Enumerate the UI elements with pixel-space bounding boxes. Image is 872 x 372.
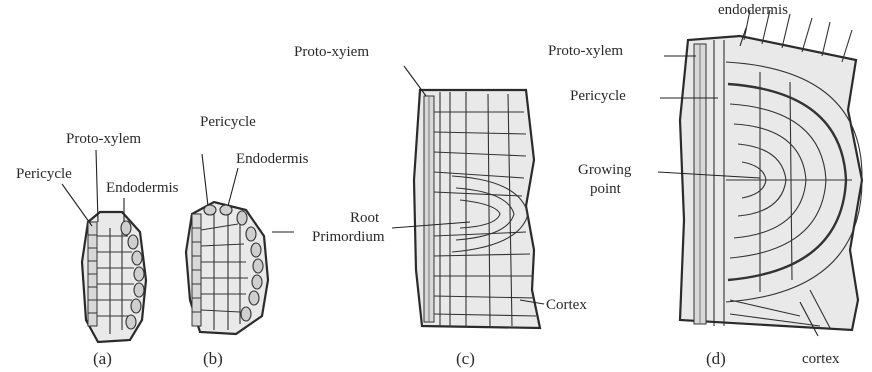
panel-c-protoxylem-label: Proto-xyiem [294,44,369,60]
panel-a-protoxylem-label: Proto-xylem [66,131,141,147]
panel-a-endodermis-label: Endodermis [106,180,179,196]
panel-d-endodermis-label: endodermis [718,2,788,18]
panel-d-growing-label: Growing [578,162,632,178]
panel-c: Proto-xyiem Root Primordium Cortex (c) [294,44,587,368]
panel-c-protoxylem-leader [404,66,426,96]
panel-c-caption: (c) [456,349,475,368]
panel-d-cortex-label: cortex [802,351,840,367]
panel-d-protoxylem-label: Proto-xylem [548,43,623,59]
panel-a: Pericycle Proto-xylem Endodermis (a) [16,131,179,368]
panel-c-primordium-label: Primordium [312,229,385,245]
panel-d: Proto-xylem endodermis Pericycle Growing… [548,2,862,368]
panel-d-root-outline [680,36,862,330]
panel-b-pericycle-label: Pericycle [200,114,256,130]
panel-a-pericycle-leader [62,184,92,226]
panel-c-cortex-label: Cortex [546,297,587,313]
panel-b-protoxylem-cells [192,214,201,326]
panel-a-protoxylem-leader [96,150,98,222]
panel-b-endodermis-leader [228,168,238,206]
panel-a-caption: (a) [93,349,112,368]
panel-b-endodermis-label: Endodermis [236,151,309,167]
panel-d-caption: (d) [706,349,726,368]
panel-c-root-label: Root [350,210,380,226]
panel-a-protoxylem-cells [88,222,97,326]
panel-a-pericycle-label: Pericycle [16,166,72,182]
panel-d-pericycle-label: Pericycle [570,88,626,104]
panel-d-point-label: point [590,181,622,197]
panel-b-caption: (b) [203,349,223,368]
panel-b-pericycle-leader [202,154,208,206]
panel-b: Pericycle Endodermis (b) [186,114,309,368]
